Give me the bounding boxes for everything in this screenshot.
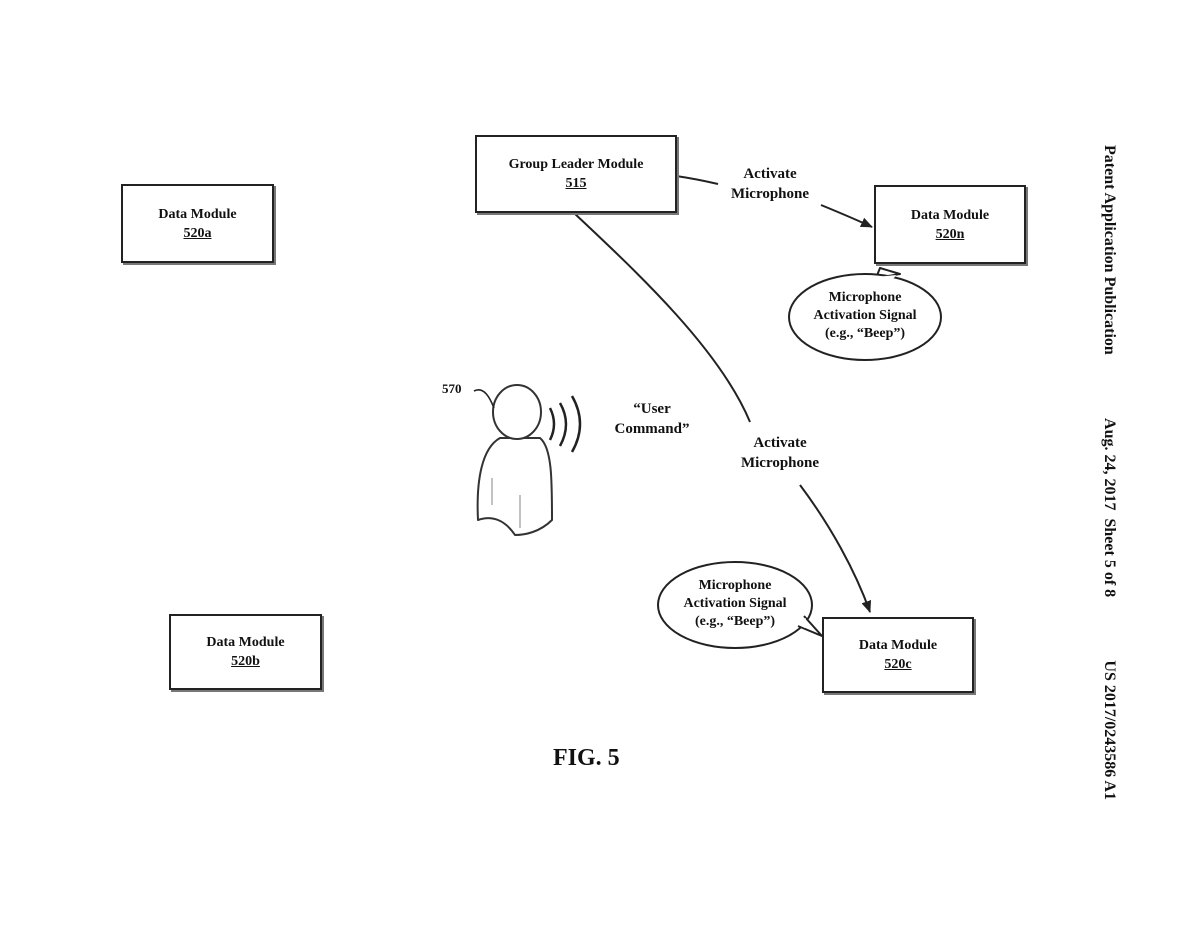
arrow-leader-to-520n-head	[820, 204, 873, 228]
data-module-520n-ref: 520n	[935, 226, 965, 242]
patent-publication-label: Patent Application Publication	[1101, 145, 1118, 355]
group-leader-module-ref: 515	[565, 176, 587, 191]
user-command-line1: “User	[633, 401, 671, 417]
arrow-leader-to-520c	[573, 212, 751, 423]
group-leader-module-title: Group Leader Module	[508, 157, 644, 172]
arrow-leader-to-520c-head	[799, 484, 872, 613]
bubble-520n-line1: Microphone	[828, 290, 902, 305]
data-module-520a-ref: 520a	[183, 225, 212, 241]
group-leader-module-box: Group Leader Module 515	[475, 135, 677, 213]
bubble-520c-text: Microphone Activation Signal (e.g., “Bee…	[665, 577, 805, 631]
edge-label-to-520c-line2: Microphone	[740, 455, 820, 471]
figure-caption: FIG. 5	[553, 745, 620, 771]
user-figure	[473, 384, 582, 536]
data-module-520b-title: Data Module	[206, 635, 285, 650]
bubble-520n-line2: Activation Signal	[813, 308, 917, 323]
bubble-520c-line3: (e.g., “Beep”)	[694, 614, 776, 629]
ref-570-leader	[473, 389, 495, 409]
user-command-line2: Command”	[614, 421, 690, 437]
data-module-520c-ref: 520c	[884, 657, 912, 672]
patent-header: Patent Application Publication Aug. 24, …	[1098, 145, 1120, 800]
data-module-520c-box: Data Module 520c	[822, 617, 974, 693]
patent-number: US 2017/0243586 A1	[1101, 660, 1118, 800]
user-head	[492, 384, 542, 440]
edge-label-to-520c: Activate Microphone	[728, 433, 832, 473]
data-module-520b-ref: 520b	[231, 654, 260, 669]
edge-label-to-520n-line1: Activate	[743, 166, 797, 182]
data-module-520n-box: Data Module 520n	[874, 185, 1026, 264]
sound-wave-icon	[548, 407, 556, 441]
user-body	[476, 437, 553, 536]
bubble-520c-line1: Microphone	[698, 578, 772, 593]
data-module-520b-box: Data Module 520b	[169, 614, 322, 690]
bubble-520n-line3: (e.g., “Beep”)	[824, 326, 906, 341]
bubble-520n-text: Microphone Activation Signal (e.g., “Bee…	[795, 289, 935, 343]
patent-date-sheet: Aug. 24, 2017 Sheet 5 of 8	[1101, 418, 1118, 598]
edge-label-to-520n-line2: Microphone	[730, 186, 810, 202]
bubble-520c-line2: Activation Signal	[683, 596, 787, 611]
edge-label-to-520c-line1: Activate	[753, 435, 807, 451]
user-command-label: “User Command”	[602, 399, 702, 439]
data-module-520a-title: Data Module	[158, 206, 237, 222]
speech-bubble-520c	[657, 561, 823, 649]
user-ref-570: 570	[442, 381, 462, 396]
data-module-520a-box: Data Module 520a	[121, 184, 274, 263]
data-module-520n-title: Data Module	[910, 207, 990, 223]
arrow-leader-to-520n	[675, 175, 719, 185]
data-module-520c-title: Data Module	[858, 638, 938, 653]
edge-label-to-520n: Activate Microphone	[718, 164, 822, 204]
speech-bubble-520n	[788, 267, 942, 361]
